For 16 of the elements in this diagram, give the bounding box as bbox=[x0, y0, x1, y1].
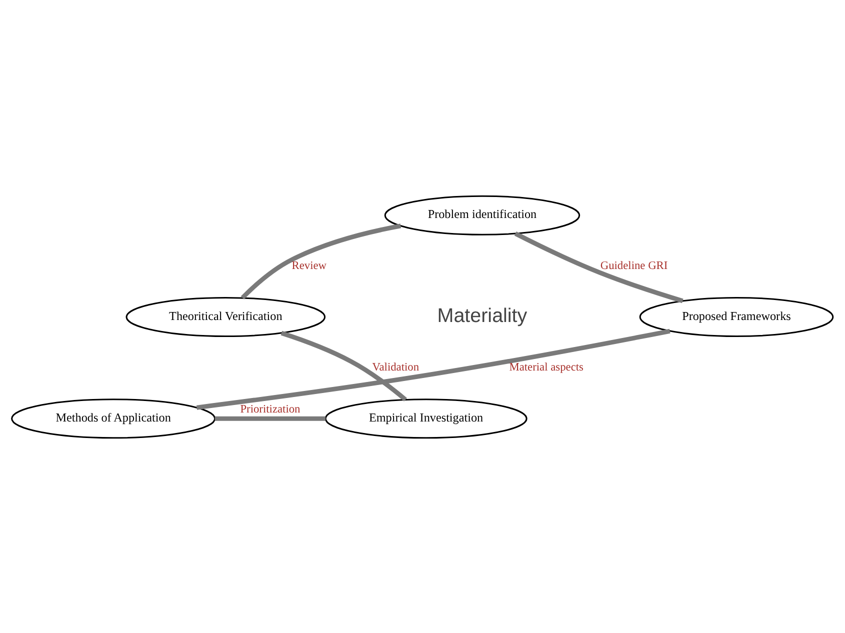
node-ellipse: Theoritical Verification bbox=[126, 296, 326, 337]
connector bbox=[280, 330, 407, 401]
edge-label: Review bbox=[292, 259, 327, 272]
connector bbox=[240, 223, 402, 299]
connector bbox=[514, 231, 684, 303]
connector bbox=[196, 328, 670, 410]
edge-label: Material aspects bbox=[509, 360, 584, 373]
edge-label: Validation bbox=[372, 360, 420, 373]
node-ellipse: Problem identification bbox=[384, 194, 580, 235]
label: Materiality bbox=[437, 304, 528, 326]
edge-label: Prioritization bbox=[240, 403, 300, 416]
connector bbox=[214, 416, 326, 420]
edge-label: Guideline GRI bbox=[600, 259, 668, 272]
node-ellipse: Methods of Application bbox=[11, 398, 216, 438]
node-ellipse: Empirical Investigation bbox=[324, 398, 528, 438]
node-ellipse: Proposed Frameworks bbox=[639, 296, 834, 337]
